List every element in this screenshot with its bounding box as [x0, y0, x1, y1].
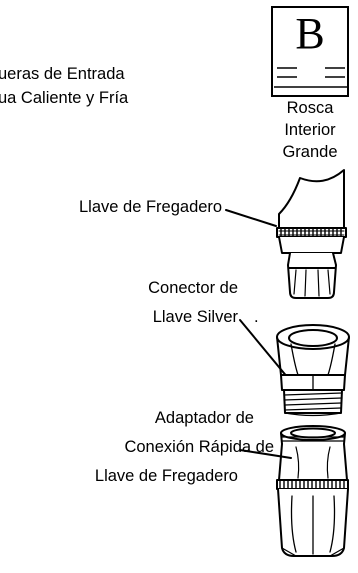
thread-type-badge: B [271, 6, 349, 97]
badge-lines-icon [274, 67, 348, 88]
connector-label-line-1: Conector de [148, 279, 238, 297]
connector-leader-line [239, 319, 294, 385]
intro-line-2: ua Caliente y Fría [0, 89, 129, 107]
stray-mark: . [254, 308, 259, 326]
faucet-part [276, 169, 347, 299]
adapter-label-line-2: Conexión Rápida de [124, 438, 274, 456]
connector-label-line-2: Llave Silver [152, 308, 238, 326]
badge-caption-line-1: Rosca [286, 99, 334, 117]
badge-letter: B [295, 9, 325, 58]
adapter-part [276, 425, 349, 557]
faucet-leader-line [225, 209, 277, 227]
badge-caption-line-2: Interior [284, 121, 336, 139]
adapter-label-line-1: Adaptador de [154, 409, 254, 427]
intro-line-1: ueras de Entrada [0, 65, 125, 83]
connector-part [276, 324, 350, 417]
adapter-label-line-3: Llave de Fregadero [94, 467, 238, 485]
faucet-label: Llave de Fregadero [79, 198, 223, 216]
badge-caption-line-3: Grande [282, 143, 338, 161]
adapter-leader-line [239, 449, 292, 459]
